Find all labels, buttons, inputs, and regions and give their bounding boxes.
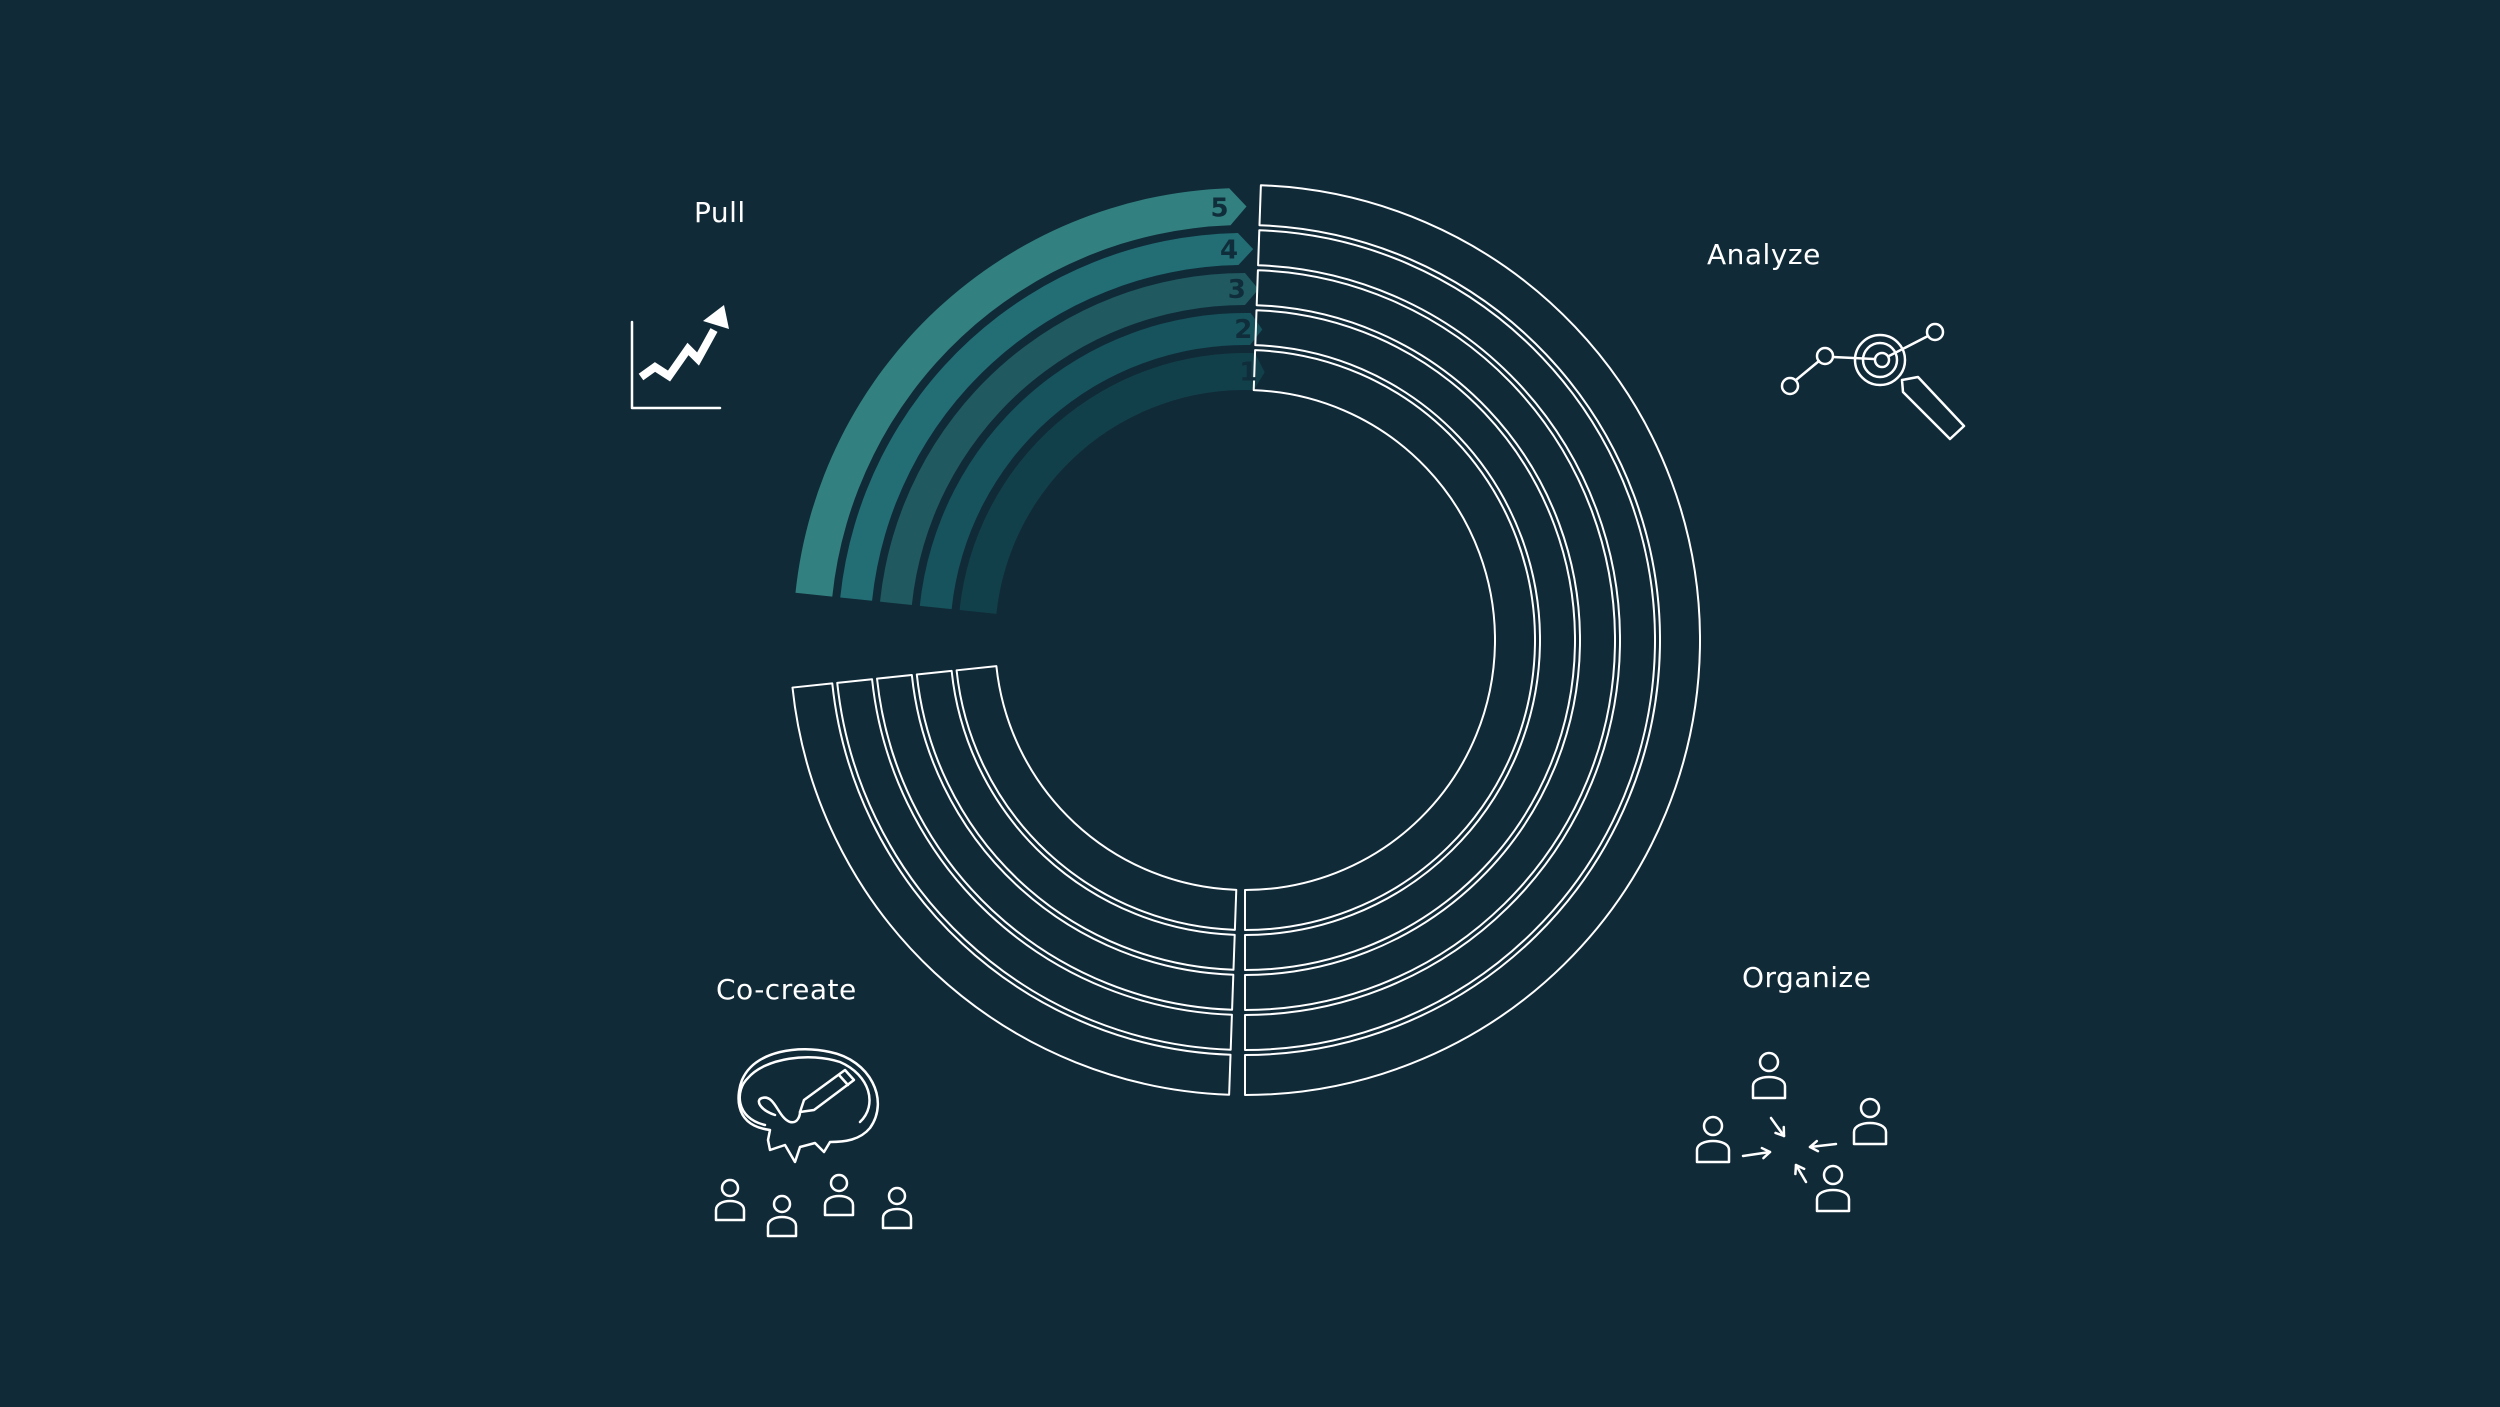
speech-bubble-pencil-people-icon: [714, 1047, 913, 1238]
growth-chart-icon: [630, 305, 729, 410]
arrow-icon: [1741, 1150, 1772, 1158]
level-band-5: [795, 188, 1247, 597]
person-icon: [881, 1186, 913, 1230]
cocreate-ring-3: [876, 674, 1235, 1011]
magnify-analysis-icon: [1780, 322, 1966, 441]
analyze-ring-4: [1244, 229, 1656, 1051]
level-number-3: 3: [1228, 275, 1246, 305]
person-icon: [714, 1178, 746, 1222]
analyze-ring-3: [1244, 269, 1616, 1011]
cocreate-ring-5: [791, 682, 1232, 1096]
people-converge-icon: [1695, 1051, 1888, 1213]
pull-level-bands: [795, 188, 1265, 614]
level-number-2: 2: [1234, 315, 1252, 345]
level-band-4: [840, 233, 1254, 601]
cocreate-ring-2: [915, 669, 1236, 971]
cocreate-level-rings: [791, 665, 1238, 1096]
person-icon: [1751, 1051, 1787, 1100]
person-icon: [1852, 1097, 1888, 1146]
arrow-icon: [1794, 1163, 1808, 1184]
person-icon: [1695, 1115, 1731, 1164]
analyze-level-rings: [1244, 184, 1701, 1096]
person-icon: [766, 1194, 798, 1238]
level-numbers: 1 2 3 4 5: [1211, 193, 1258, 387]
analyze-label: Analyze: [1707, 238, 1821, 271]
person-icon: [823, 1173, 855, 1217]
level-number-1: 1: [1239, 358, 1257, 388]
arrow-icon: [1769, 1116, 1786, 1138]
level-number-5: 5: [1211, 193, 1229, 223]
pull-label: Pull: [694, 196, 746, 229]
analyze-ring-1: [1244, 349, 1536, 931]
level-band-1: [959, 353, 1265, 614]
arrow-icon: [1808, 1142, 1838, 1149]
analyze-ring-2: [1244, 309, 1576, 971]
cocreate-label: Co-create: [716, 973, 857, 1006]
level-number-4: 4: [1220, 235, 1238, 265]
level-band-3: [880, 273, 1259, 605]
analyze-ring-5: [1244, 184, 1701, 1096]
organize-label: Organize: [1742, 961, 1871, 994]
cocreate-ring-1: [955, 665, 1238, 931]
cocreate-ring-4: [836, 678, 1233, 1051]
level-band-2: [919, 313, 1263, 610]
person-icon: [1815, 1164, 1851, 1213]
